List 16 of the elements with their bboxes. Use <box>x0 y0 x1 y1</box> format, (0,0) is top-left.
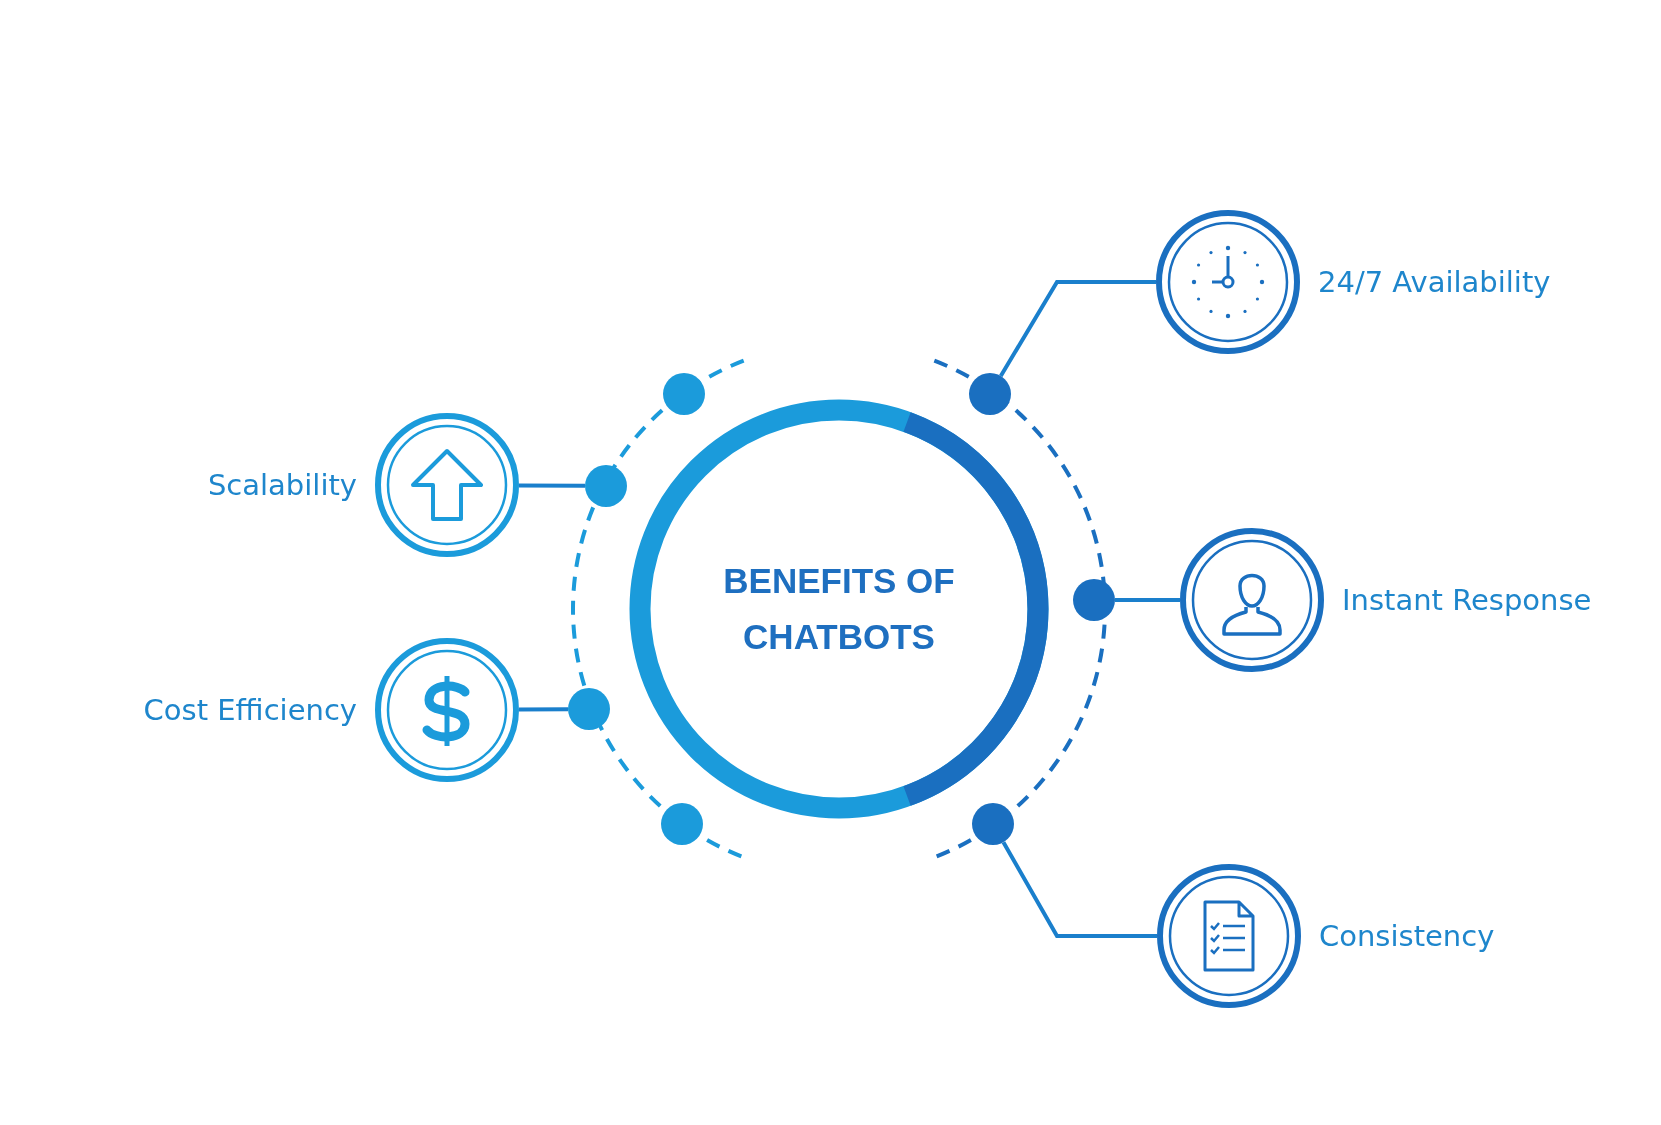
connector-line <box>519 483 585 488</box>
benefit-label: 24/7 Availability <box>1318 265 1551 299</box>
benefit-label: Cost Efficiency <box>143 693 357 727</box>
connector-line <box>519 707 568 712</box>
benefit-label: Consistency <box>1319 919 1495 953</box>
center-title: BENEFITS OF CHATBOTS <box>722 560 956 658</box>
connector-dot <box>585 465 627 507</box>
connector-dot <box>1073 579 1115 621</box>
connector-dot <box>972 803 1014 845</box>
benefit-label: Instant Response <box>1342 583 1592 617</box>
connector-line <box>1115 598 1180 602</box>
benefit-label: Scalability <box>207 468 357 502</box>
connector-line <box>1001 841 1157 938</box>
connector-line <box>999 280 1156 377</box>
connector-dot <box>568 688 610 730</box>
connector-dot <box>969 373 1011 415</box>
